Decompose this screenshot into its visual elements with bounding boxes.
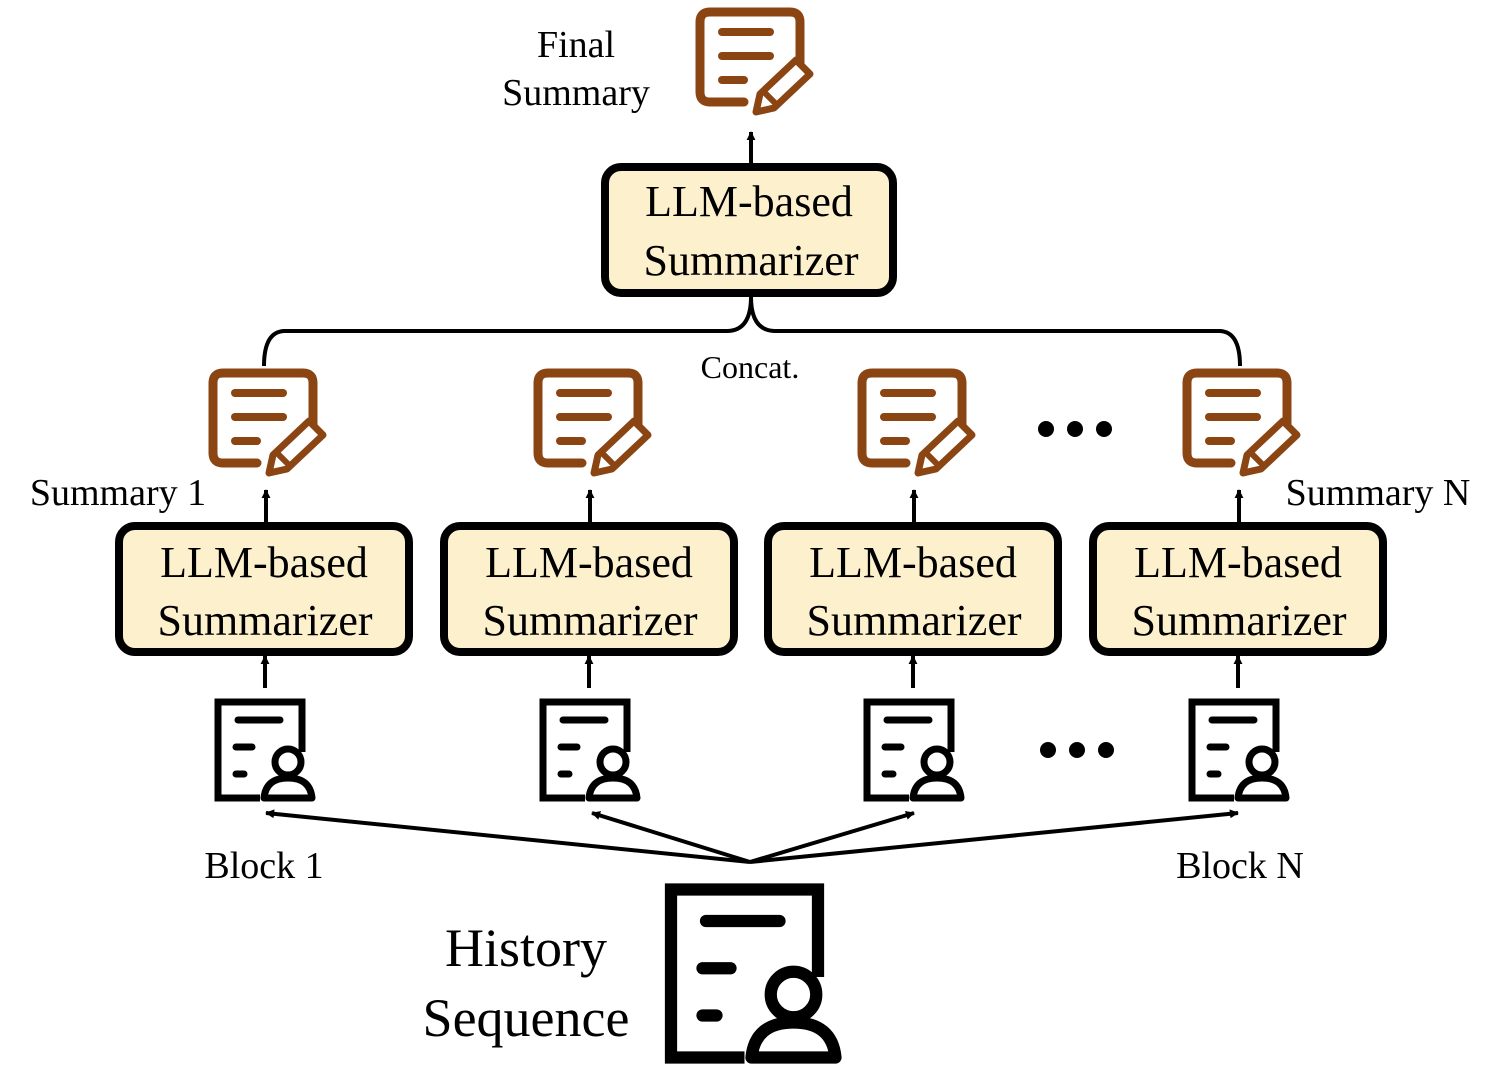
history-label-line1: History [445,918,607,978]
document-edit-icon [538,373,648,473]
user-document-icon [1192,702,1286,798]
block-n-label: Block N [1176,845,1304,887]
concat-label: Concat. [701,349,800,385]
user-document-icon [867,702,961,798]
user-document-icon [671,890,836,1058]
summary-1-label: Summary 1 [30,472,206,514]
final-summary-label-line2: Summary [502,72,650,114]
summarizer-line1: LLM-based [1134,538,1342,587]
user-document-icon [218,702,312,798]
block-1-label: Block 1 [204,845,323,887]
block-summarizer-1: LLM-based Summarizer [115,522,413,656]
arrow-to-block-3 [749,811,915,864]
summarizer-line1: LLM-based [485,538,693,587]
arrow-to-block-1 [265,809,751,864]
summary-n-label: Summary N [1286,472,1471,514]
final-summary-label-line1: Final [537,24,615,66]
concat-connector [262,296,1242,367]
document-edit-icon [862,373,972,473]
summary-ellipsis [1038,421,1112,437]
top-summarizer-line2: Summarizer [643,236,858,285]
document-edit-icon [1187,373,1297,473]
block-ellipsis [1040,742,1114,758]
document-edit-icon [213,373,323,473]
document-edit-icon [700,12,810,112]
history-sequence: History Sequence [423,890,836,1058]
history-label-line2: Sequence [423,988,630,1048]
summarizer-box [440,522,738,656]
block-summarizer-2: LLM-based Summarizer [440,522,738,656]
summarizer-box [115,522,413,656]
block-summarizer-n: LLM-based Summarizer [1089,522,1387,656]
arrow-to-block-n [749,809,1239,864]
summarizer-line2: Summarizer [482,596,697,645]
top-summarizer: LLM-based Summarizer [601,163,897,297]
summarizer-line1: LLM-based [809,538,1017,587]
block-summarizer-3: LLM-based Summarizer [764,522,1062,656]
summarizer-box [1089,522,1387,656]
summarizer-line2: Summarizer [157,596,372,645]
top-summarizer-line1: LLM-based [645,177,853,226]
summarizer-line1: LLM-based [160,538,368,587]
top-summarizer-box [601,163,897,297]
arrow-to-block-2 [591,811,751,864]
summarizer-line2: Summarizer [806,596,1021,645]
user-document-icon [543,702,637,798]
final-summary: Final Summary [502,12,810,114]
summarizer-line2: Summarizer [1131,596,1346,645]
summarizer-box [764,522,1062,656]
